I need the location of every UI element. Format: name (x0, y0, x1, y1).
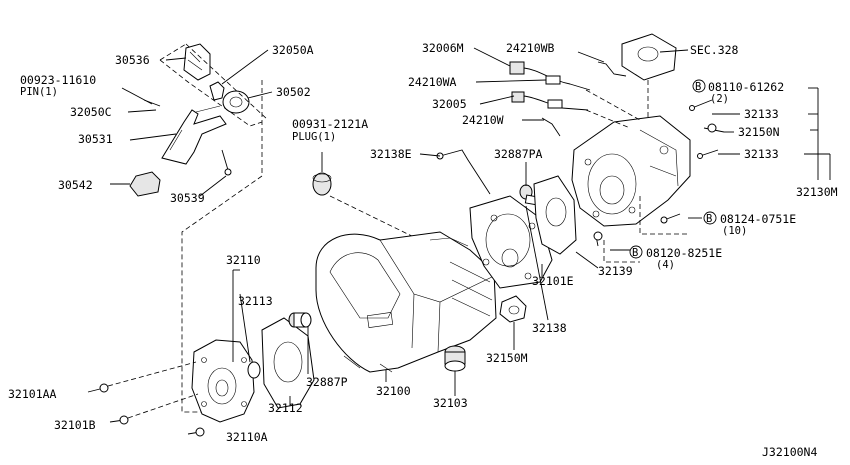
label-32887pa: 32887PA (494, 147, 543, 161)
sensor-32150m (499, 295, 527, 323)
sensor-harness (509, 61, 641, 137)
part-30542-boot (129, 171, 161, 197)
label-08120-8251e: 08120-8251E (646, 246, 722, 260)
label-32006m: 32006M (422, 41, 464, 55)
label-00923-11610: 00923-11610 (20, 73, 96, 87)
diagram-id: J32100N4 (762, 445, 817, 459)
label-32138e: 32138E (370, 147, 412, 161)
label-30531: 30531 (78, 132, 113, 146)
label-plug-qty: PLUG(1) (292, 131, 336, 143)
labels: 30536 32050A 00923-11610 PIN(1) 32050C 3… (8, 41, 838, 459)
rear-extension-32130m (571, 115, 691, 227)
label-00931-2121a: 00931-2121A (292, 117, 368, 131)
bolts-right (593, 99, 725, 263)
label-32150m: 32150M (486, 351, 528, 365)
label-32112: 32112 (268, 401, 303, 415)
label-30502: 30502 (276, 85, 311, 99)
bolt-symbol-08124-letter: B (706, 213, 712, 225)
label-32103: 32103 (433, 396, 468, 410)
bolt-symbol-08124 (703, 211, 717, 225)
gasket-32139 (533, 175, 577, 255)
bolts-front (87, 361, 205, 437)
label-32050a: 32050A (272, 43, 314, 57)
part-30531-fork (161, 109, 227, 165)
label-30539: 30539 (170, 191, 205, 205)
label-08120-qty: (4) (656, 259, 675, 271)
label-08110-qty: (2) (710, 93, 729, 105)
label-pin-qty: PIN(1) (20, 86, 58, 98)
part-32006m-connector (509, 61, 525, 75)
adapter-plate-32101e (469, 195, 553, 289)
label-24210w: 24210W (462, 113, 504, 127)
front-cover-32110 (191, 339, 261, 423)
label-32139: 32139 (598, 264, 633, 278)
part-30502-bearing (222, 90, 250, 114)
label-32133-upper: 32133 (744, 107, 779, 121)
bolt-symbol-08120 (629, 245, 643, 259)
label-32150n: 32150N (738, 125, 780, 139)
part-32050a-clip (209, 81, 225, 101)
part-24210wb-bracket (597, 61, 627, 77)
label-32005: 32005 (432, 97, 467, 111)
tube-32138e (436, 149, 491, 195)
label-32113: 32113 (238, 294, 273, 308)
plug-00931 (312, 152, 421, 241)
label-32101b: 32101B (54, 418, 96, 432)
label-08124-0751e: 08124-0751E (720, 212, 796, 226)
bolt-symbol-08120-letter: B (632, 247, 638, 259)
bolt-symbol-08110 (692, 79, 706, 93)
label-24210wa: 24210WA (408, 75, 457, 89)
label-30536: 30536 (115, 53, 150, 67)
label-32130m: 32130M (796, 185, 838, 199)
label-32110a: 32110A (226, 430, 268, 444)
label-08124-qty: (10) (722, 225, 747, 237)
label-30542: 30542 (58, 178, 93, 192)
label-32050c: 32050C (70, 105, 112, 119)
plug-32103 (444, 345, 466, 372)
main-transmission-case-32100 (315, 231, 497, 373)
label-32101aa: 32101AA (8, 387, 57, 401)
part-30536-bracket (183, 43, 211, 81)
part-30539-pivot (221, 149, 229, 171)
part-32005-connector (511, 91, 525, 103)
gasket-32112 (261, 317, 315, 409)
label-sec328: SEC.328 (690, 43, 739, 57)
leader-lines (232, 47, 831, 406)
leaders-upper-left (110, 49, 273, 197)
label-32100: 32100 (376, 384, 411, 398)
top-cover-sec328 (621, 33, 677, 118)
label-32887p: 32887P (306, 375, 348, 389)
label-32110: 32110 (226, 253, 261, 267)
part-24210w-clip (541, 117, 561, 137)
label-08110-61262: 08110-61262 (708, 80, 784, 94)
bolt-symbol-08110-letter: B (695, 81, 701, 93)
label-24210wb: 24210WB (506, 41, 555, 55)
label-32138: 32138 (532, 321, 567, 335)
bushing-32887p (288, 312, 312, 328)
release-assembly (129, 43, 269, 413)
label-32101e: 32101E (532, 274, 574, 288)
label-32133-lower: 32133 (744, 147, 779, 161)
